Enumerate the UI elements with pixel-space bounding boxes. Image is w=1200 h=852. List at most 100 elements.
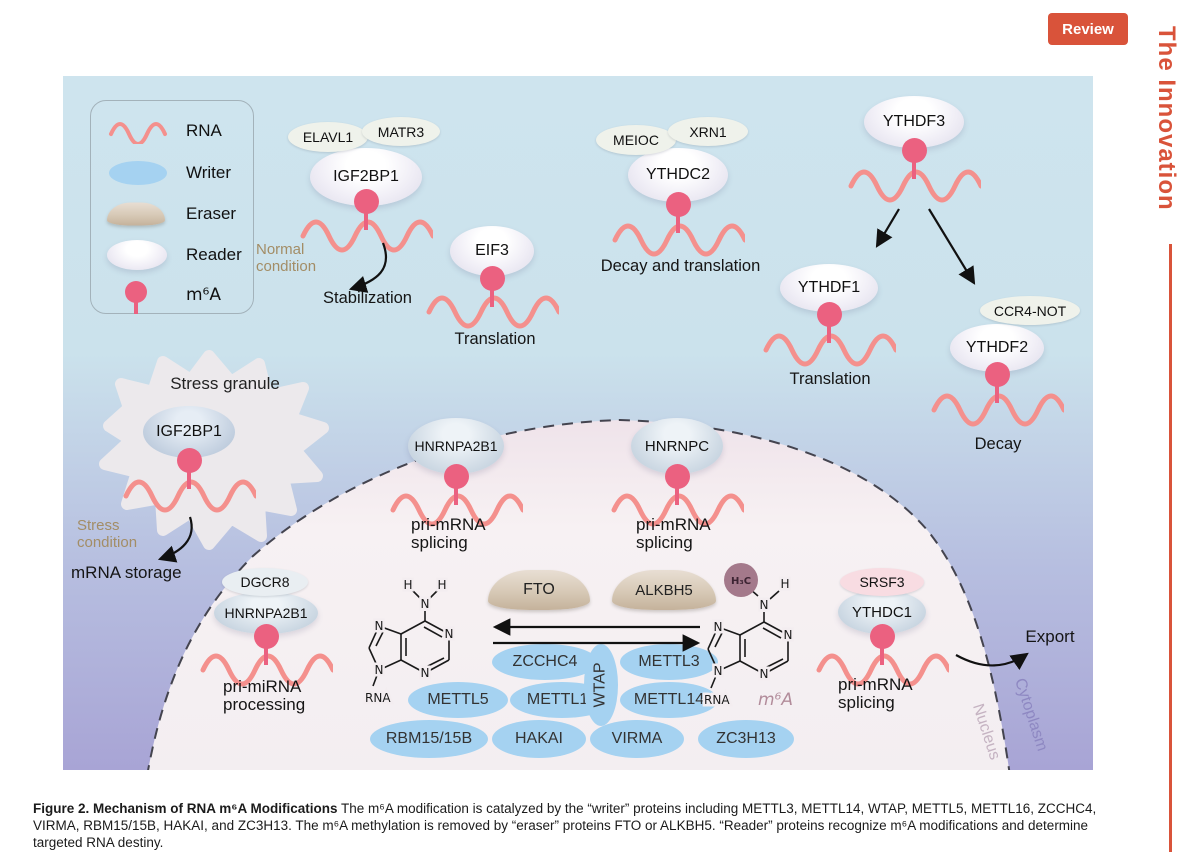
outcome-line1: pri-mRNA (636, 515, 711, 534)
legend-box: RNA Writer Eraser Reader m⁶A (90, 100, 254, 314)
m6a-mark (480, 266, 505, 307)
legend-label-m6a: m⁶A (186, 285, 222, 305)
condition-stress: Stress condition (77, 517, 137, 552)
m6a-mark (817, 302, 842, 343)
rna-strand (816, 653, 949, 687)
writer-mettl14: METTL14 (620, 682, 718, 718)
writer-zc3h13: ZC3H13 (698, 720, 794, 758)
m6a-mark (254, 624, 279, 665)
methyl-group-circle (724, 563, 758, 597)
legend-label-writer: Writer (186, 163, 232, 182)
n-atom: N (375, 619, 384, 633)
n-atom: N (760, 667, 769, 681)
writer-mettl3: METTL3 (620, 644, 718, 680)
m6a-structure: H₃C N N N N N H RNA m⁶A (702, 563, 795, 710)
outcome-line2: processing (223, 695, 306, 715)
protein-xrn1: XRN1 (668, 117, 748, 146)
outcome-line1: pri-mRNA (838, 675, 913, 694)
reader-hnrnpc: HNRNPC (631, 418, 723, 474)
export-label: Export (1025, 627, 1075, 646)
outcome-pri-mrna-splicing-1: pri-mRNA splicing (411, 515, 531, 553)
writer-hakai: HAKAI (492, 720, 586, 758)
figure-caption: Figure 2. Mechanism of RNA m⁶A Modificat… (33, 800, 1137, 851)
protein-dgcr8: DGCR8 (222, 568, 308, 596)
outcome-pri-mrna-splicing-2: pri-mRNA splicing (636, 515, 756, 553)
writer-zcchc4: ZCCHC4 (492, 644, 598, 680)
rna-strand (848, 169, 981, 203)
legend-label-eraser: Eraser (186, 204, 237, 223)
outcome-stabilization: Stabilization (323, 289, 412, 307)
m6a-mark (665, 464, 690, 505)
rna-strand (300, 219, 433, 253)
outcome-pri-mrna-splicing-3: pri-mRNA splicing (838, 675, 958, 713)
h-atom: H (403, 578, 412, 592)
outcome-line2: splicing (838, 693, 895, 713)
nucleus-dashed-border (147, 418, 1011, 770)
journal-title: The Innovation (1153, 26, 1180, 211)
rna-strand (390, 493, 523, 527)
outcome-line1: pri-mRNA (411, 515, 486, 534)
review-badge: Review (1048, 13, 1128, 45)
h-atom: H (780, 577, 789, 591)
m6a-mark (985, 362, 1010, 403)
condition-normal-line2: condition (256, 257, 317, 275)
n-atom: N (375, 663, 384, 677)
legend-label-reader: Reader (186, 245, 242, 264)
rna-strand (931, 393, 1064, 427)
condition-normal-line1: Normal (256, 241, 305, 258)
n-atom: N (714, 664, 723, 678)
m6a-mark (902, 138, 927, 179)
m6a-mark (870, 624, 895, 665)
writer-wtap: WTAP (584, 644, 618, 726)
n-atom: N (760, 598, 769, 612)
figure-2-panel: RNA Writer Eraser Reader m⁶A ELAVL1 MATR… (63, 76, 1093, 770)
rna-label: RNA (704, 693, 730, 707)
rna-label: RNA (365, 691, 391, 705)
rna-strand (611, 493, 744, 527)
m6a-mark (666, 192, 691, 233)
protein-meioc: MEIOC (596, 125, 676, 155)
rna-strand (763, 333, 896, 367)
protein-matr3: MATR3 (362, 117, 440, 146)
rna-strand (123, 479, 256, 513)
protein-elavl1: ELAVL1 (288, 122, 368, 152)
figure-caption-body: The m⁶A modification is catalyzed by the… (33, 800, 1097, 850)
m6a-mark (444, 464, 469, 505)
eraser-fto: FTO (488, 570, 590, 610)
eraser-alkbh5: ALKBH5 (612, 570, 716, 610)
outcome-mrna-storage: mRNA storage (71, 563, 182, 582)
m6a-mark (177, 448, 202, 489)
methyl-label: H₃C (731, 576, 751, 587)
legend-row-m6a: m⁶A (91, 275, 253, 315)
legend-row-reader: Reader (91, 235, 253, 275)
eraser-icon (107, 202, 165, 226)
rna-strand (426, 295, 559, 329)
condition-stress-line1: Stress (77, 517, 120, 534)
outcome-line1: pri-miRNA (223, 677, 302, 696)
h-atom: H (437, 578, 446, 592)
legend-row-eraser: Eraser (91, 194, 253, 234)
outcome-decay-translation: Decay and translation (600, 257, 761, 275)
legend-row-rna: RNA (91, 111, 253, 151)
rna-strand (612, 223, 745, 257)
reader-ythdf2: YTHDF2 (950, 324, 1044, 372)
n-atom: N (421, 666, 430, 680)
legend-row-writer: Writer (91, 153, 253, 193)
adenine-structure: N N N N N H H RNA (363, 576, 456, 708)
m6a-mark (354, 189, 379, 230)
n-atom: N (784, 628, 793, 642)
outcome-pri-mirna-processing: pri-miRNA processing (223, 677, 353, 715)
writer-icon (109, 161, 167, 185)
m6a-name-label: m⁶A (758, 690, 793, 710)
outcome-line2: splicing (411, 533, 468, 553)
condition-normal: Normal condition (256, 241, 317, 276)
reader-icon (107, 240, 167, 270)
outcome-translation-ythdf1: Translation (789, 370, 871, 388)
rna-wave-icon (109, 122, 167, 144)
outcome-line2: splicing (636, 533, 693, 553)
legend-label-rna: RNA (186, 121, 222, 140)
writer-virma: VIRMA (590, 720, 684, 758)
writer-rbm15-15b: RBM15/15B (370, 720, 488, 758)
figure-caption-title: Figure 2. Mechanism of RNA m⁶A Modificat… (33, 800, 338, 816)
